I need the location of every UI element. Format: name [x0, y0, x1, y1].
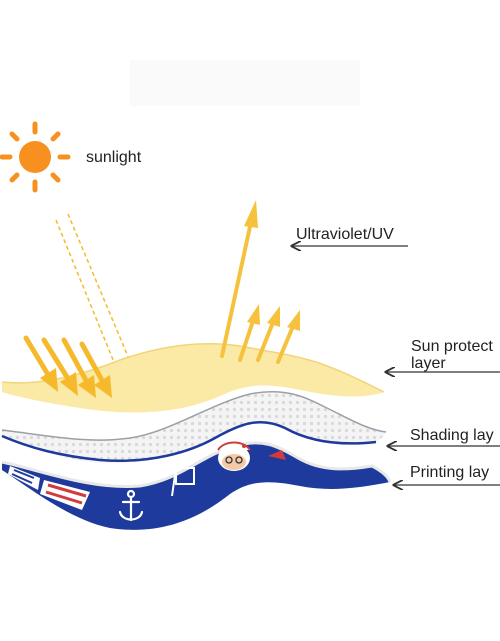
sun-protect-layer	[1, 342, 385, 413]
shading-label: Shading lay	[410, 427, 494, 444]
printing-layer	[1, 441, 392, 530]
sun-protect-label-line2: layer	[411, 355, 446, 372]
faint-watermark	[130, 60, 360, 106]
anchor-icon	[118, 489, 144, 522]
red-stripe-pattern	[40, 480, 90, 510]
flag-icon	[171, 467, 195, 497]
incoming-light-rays	[55, 213, 133, 373]
shading-layer	[1, 390, 387, 463]
uv-reflected-arrows	[220, 200, 300, 364]
mascot-face-icon	[217, 441, 251, 471]
uv-label: Ultraviolet/UV	[296, 226, 394, 243]
pennant-shape	[268, 450, 286, 460]
sunlight-label: sunlight	[86, 149, 142, 166]
label-leader-lines	[292, 246, 500, 485]
incoming-light-arrows	[23, 335, 112, 398]
printing-label: Printing lay	[410, 464, 490, 481]
sun-protect-label-line1: Sun protect	[411, 338, 493, 355]
sun-icon	[0, 121, 71, 193]
stripe-pattern	[8, 466, 40, 490]
